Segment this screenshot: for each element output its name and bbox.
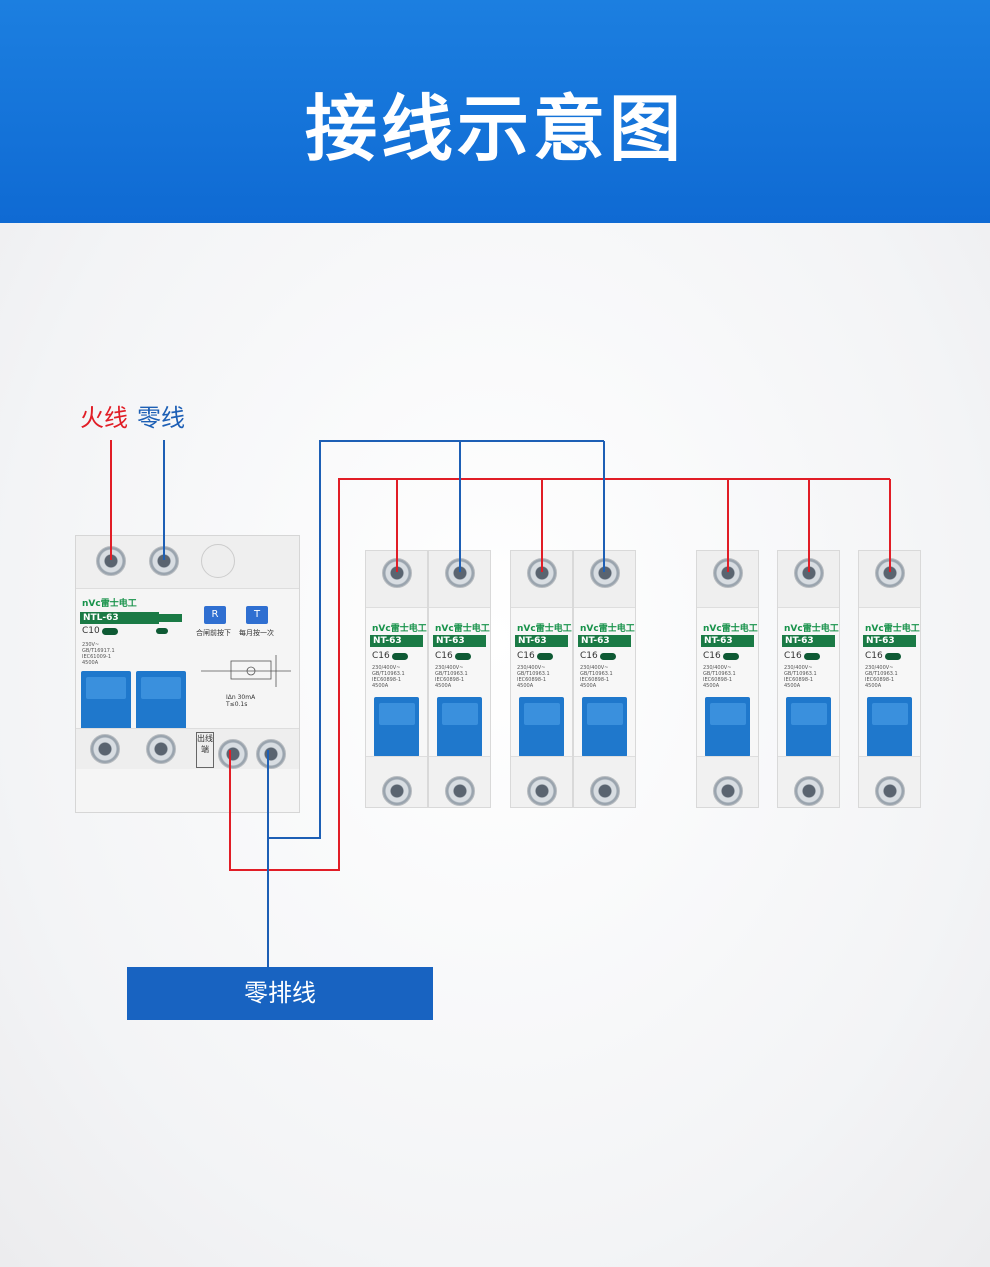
- breaker-2-handle[interactable]: [437, 697, 482, 757]
- rcd-output-screw-2: [146, 734, 176, 764]
- breaker-4-indicator: [600, 653, 616, 660]
- breaker-3-indicator: [537, 653, 553, 660]
- breaker-2-indicator: [455, 653, 471, 660]
- rcd-reset-label: 合闸前按下: [196, 629, 231, 637]
- rcd-test-button[interactable]: T: [246, 606, 268, 624]
- breaker-1-brand: nVc雷士电工: [372, 624, 427, 634]
- rcd-test-label: 每月按一次: [239, 629, 274, 637]
- breaker-1-output-screw: [382, 776, 412, 806]
- live-feed-wire: [229, 478, 890, 871]
- rcd-circuit-symbol: [201, 655, 291, 687]
- breaker-5-brand: nVc雷士电工: [703, 624, 758, 634]
- rcd-blank-knob: [201, 544, 235, 578]
- breaker-7-brand: nVc雷士电工: [865, 624, 920, 634]
- rcd-outlet-screw-neutral: [256, 739, 286, 769]
- rcd-output-screw-1: [90, 734, 120, 764]
- rcd-brand: nVc雷士电工: [82, 599, 137, 609]
- breaker-6-rating: C16: [784, 651, 802, 661]
- breaker-7-input-screw: [875, 558, 905, 588]
- breaker-7-model: NT-63: [863, 635, 916, 647]
- breaker-5-indicator: [723, 653, 739, 660]
- breaker-4-output-screw: [590, 776, 620, 806]
- rcd-handle-left[interactable]: [81, 671, 131, 731]
- breaker-2-brand: nVc雷士电工: [435, 624, 490, 634]
- rcd-reset-button[interactable]: R: [204, 606, 226, 624]
- neutral-busbar: 零排线: [127, 967, 433, 1020]
- breaker-7-indicator: [885, 653, 901, 660]
- breaker-7-handle[interactable]: [867, 697, 912, 757]
- breaker-5-output-screw: [713, 776, 743, 806]
- breaker-4-model: NT-63: [578, 635, 631, 647]
- breaker-3-output-screw: [527, 776, 557, 806]
- rcd-rating: C10: [82, 626, 100, 636]
- rcd-green-bar: [142, 614, 182, 622]
- breaker-1-handle[interactable]: [374, 697, 419, 757]
- breaker-7-rating: C16: [865, 651, 883, 661]
- rcd-outlet-screw-live: [218, 739, 248, 769]
- breaker-4-rating: C16: [580, 651, 598, 661]
- rcd-model: NTL-63: [80, 612, 159, 624]
- breaker-5-model: NT-63: [701, 635, 754, 647]
- breaker-5-rating: C16: [703, 651, 721, 661]
- page-title: 接线示意图: [304, 87, 685, 171]
- breaker-7-output-screw: [875, 776, 905, 806]
- breaker-1-model: NT-63: [370, 635, 423, 647]
- breaker-1-rating: C16: [372, 651, 390, 661]
- neutral-feed-wire: [267, 440, 604, 839]
- breaker-4-handle[interactable]: [582, 697, 627, 757]
- breaker-3-handle[interactable]: [519, 697, 564, 757]
- breaker-2-rating: C16: [435, 651, 453, 661]
- breaker-3-model: NT-63: [515, 635, 568, 647]
- breaker-6-brand: nVc雷士电工: [784, 624, 839, 634]
- rcd-outlet-label: 出线端: [196, 732, 214, 768]
- breaker-6-model: NT-63: [782, 635, 835, 647]
- rcd-input-screw-live: [96, 546, 126, 576]
- breaker-3-brand: nVc雷士电工: [517, 624, 572, 634]
- breaker-6-output-screw: [794, 776, 824, 806]
- breaker-4-brand: nVc雷士电工: [580, 624, 635, 634]
- breaker-1-indicator: [392, 653, 408, 660]
- breaker-3-rating: C16: [517, 651, 535, 661]
- breaker-5-handle[interactable]: [705, 697, 750, 757]
- breaker-6-indicator: [804, 653, 820, 660]
- rcd-indicator: [102, 628, 118, 635]
- breaker-6-handle[interactable]: [786, 697, 831, 757]
- live-wire-label: 火线: [80, 404, 128, 432]
- breaker-2-output-screw: [445, 776, 475, 806]
- header-banner: 接线示意图: [0, 0, 990, 223]
- breaker-2-model: NT-63: [433, 635, 486, 647]
- rcd-handle-right[interactable]: [136, 671, 186, 731]
- neutral-wire-label: 零线: [137, 404, 185, 432]
